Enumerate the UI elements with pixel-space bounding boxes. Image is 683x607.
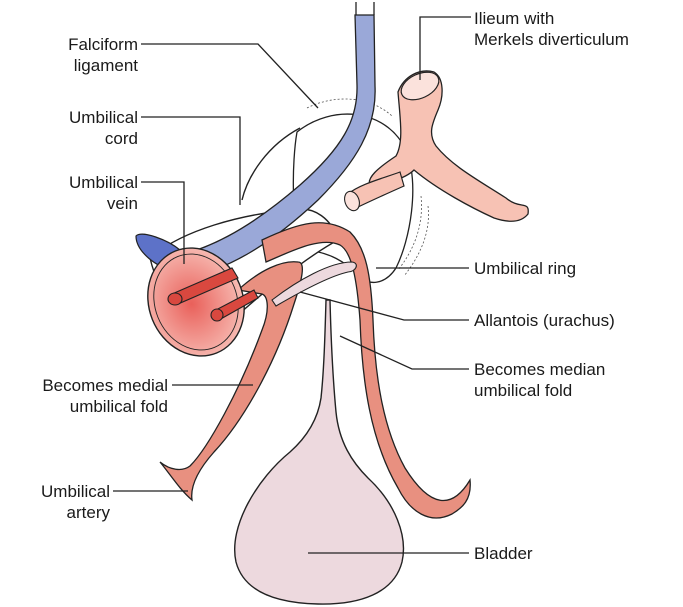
label-umbilical-ring: Umbilical ring bbox=[474, 258, 576, 279]
leader-median-fold bbox=[340, 336, 469, 369]
leader-umbilical-cord bbox=[141, 117, 240, 205]
label-bladder: Bladder bbox=[474, 543, 533, 564]
leader-falciform bbox=[141, 44, 318, 108]
label-allantois-urachus: Allantois (urachus) bbox=[474, 310, 615, 331]
